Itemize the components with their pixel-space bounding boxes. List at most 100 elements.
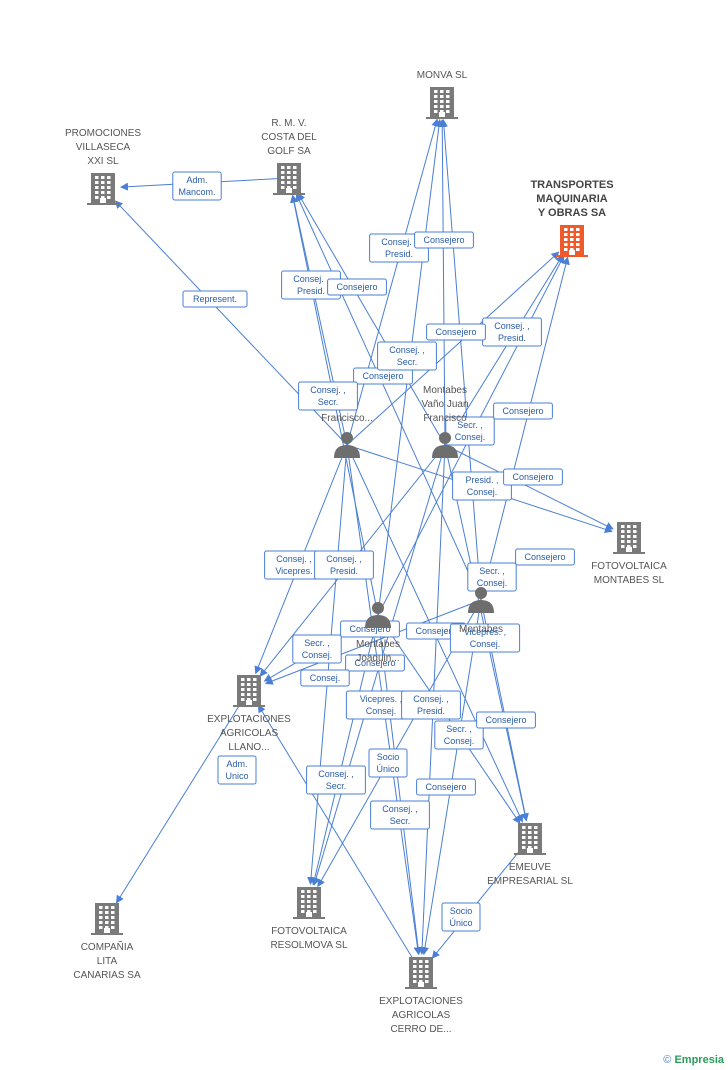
edge-label[interactable]: Secr. ,Consej.: [467, 562, 517, 592]
edge-label-text: Consejero: [512, 472, 553, 482]
edge-label-box: [217, 755, 257, 785]
edge-label-box: [416, 778, 476, 796]
edge-label-box: [452, 471, 512, 501]
edge-label[interactable]: Consejero: [503, 468, 563, 486]
node-label: Francisco: [423, 413, 467, 424]
edge-label[interactable]: Secr. ,Consej.: [292, 634, 342, 664]
edge-p_joaquin-to-explcerro: [377, 614, 422, 956]
edge-label[interactable]: Consejero: [426, 323, 486, 341]
edge-label-text: Presid.: [297, 286, 325, 296]
edge-label[interactable]: Vicepres. ,Consej.: [449, 623, 521, 653]
edge-label-text: Presid.: [417, 706, 445, 716]
building-icon: [87, 173, 119, 205]
edge-label-box: [515, 548, 575, 566]
edge-label[interactable]: Consej. ,Secr.: [298, 381, 358, 411]
node-label: VILLASECA: [76, 142, 131, 153]
edge-label[interactable]: Consejero: [414, 231, 474, 249]
edge-label-text: Consejero: [502, 406, 543, 416]
edge-label[interactable]: Consej.: [300, 669, 350, 687]
edge-label[interactable]: Consejero: [493, 402, 553, 420]
node-label: XXI SL: [87, 156, 119, 167]
person-node-p_joaquin[interactable]: MontabesJoaquin...: [356, 602, 400, 664]
edge-label[interactable]: Consej. ,Presid.: [482, 317, 542, 347]
edge-label-text: Presid.: [330, 566, 358, 576]
building-icon: [91, 903, 123, 935]
edge-label[interactable]: Secr. ,Consej.: [445, 416, 495, 446]
edge-explcerro-to-expllano: [257, 704, 422, 973]
edge-labels-layer: Adm.Mancom.Represent.Consej. ,Presid.Con…: [172, 171, 575, 932]
edge-label-box: [445, 416, 495, 446]
edge-label-box: [306, 765, 366, 795]
building-icon: [514, 823, 546, 855]
edge-expllano-to-compania: [115, 689, 250, 904]
edge-label[interactable]: Represent.: [182, 290, 248, 308]
edge-label-text: Consejero: [435, 327, 476, 337]
edge-label[interactable]: Consej. ,Secr.: [306, 765, 366, 795]
edge-label[interactable]: Consej. ,Vicepres.: [264, 550, 324, 580]
node-label: TRANSPORTES: [530, 179, 613, 191]
edge-label-box: [182, 290, 248, 308]
copyright-symbol: ©: [663, 1054, 672, 1066]
edge-label[interactable]: Consej. ,Secr.: [370, 800, 430, 830]
edge-label-text: Consejero: [423, 235, 464, 245]
edge-label[interactable]: Consejero: [345, 654, 405, 672]
company-node-expllano[interactable]: EXPLOTACIONESAGRICOLASLLANO...: [207, 675, 291, 753]
edge-label[interactable]: Consej. ,Secr.: [377, 341, 437, 371]
edge-label[interactable]: Secr. ,Consej.: [434, 720, 484, 750]
edge-label[interactable]: Adm.Mancom.: [172, 171, 222, 201]
edge-label[interactable]: Consejero: [416, 778, 476, 796]
edge-label[interactable]: Presid. ,Consej.: [452, 471, 512, 501]
edge-label[interactable]: Consej. ,Presid.: [281, 270, 341, 300]
edge-p_montabes4-to-explcerro: [421, 599, 482, 956]
node-label: MAQUINARIA: [536, 193, 608, 205]
edge-label-box: [292, 634, 342, 664]
edge-label-text: Consej. ,: [494, 321, 530, 331]
node-label: Montabes: [356, 639, 400, 650]
edge-label-text: Secr.: [390, 816, 411, 826]
node-label: Vaño Juan: [421, 399, 468, 410]
edge-label[interactable]: Consejero: [476, 711, 536, 729]
company-node-monva[interactable]: MONVA SL: [417, 70, 468, 119]
edge-label-text: Consej. ,: [381, 237, 417, 247]
brand-name[interactable]: Empresia: [674, 1054, 724, 1066]
edge-label-text: Secr.: [397, 357, 418, 367]
edge-label-text: Socio: [377, 752, 400, 762]
person-icon: [334, 432, 360, 458]
person-node-p_montabes4[interactable]: Montabes: [459, 587, 503, 635]
edge-label-text: Socio: [450, 906, 473, 916]
edge-label[interactable]: Consejero: [327, 278, 387, 296]
edge-label[interactable]: Adm.Unico: [217, 755, 257, 785]
edge-label-box: [434, 720, 484, 750]
node-label: AGRICOLAS: [392, 1010, 451, 1021]
edge-label-text: Único: [376, 764, 399, 774]
building-icon: [293, 887, 325, 919]
edge-label-text: Consej.: [302, 650, 333, 660]
edge-label-text: Consejero: [354, 658, 395, 668]
node-label: COSTA DEL: [261, 132, 317, 143]
edge-label[interactable]: Consej. ,Presid.: [314, 550, 374, 580]
edge-label[interactable]: Consej. ,Presid.: [401, 690, 461, 720]
edge-label-text: Vicepres.: [275, 566, 312, 576]
person-node-p_francisco1[interactable]: Francisco...: [321, 413, 373, 458]
edge-label[interactable]: Vicepres. ,Consej.: [345, 690, 417, 720]
edge-label-text: Consejero: [362, 371, 403, 381]
node-label: COMPAÑIA: [81, 940, 134, 953]
edge-label-box: [300, 669, 350, 687]
edge-label-text: Consej.: [470, 639, 501, 649]
edge-label-box: [327, 278, 387, 296]
edge-label-text: Secr.: [318, 397, 339, 407]
edge-label-text: Consejero: [349, 624, 390, 634]
edge-label[interactable]: Consejero: [515, 548, 575, 566]
